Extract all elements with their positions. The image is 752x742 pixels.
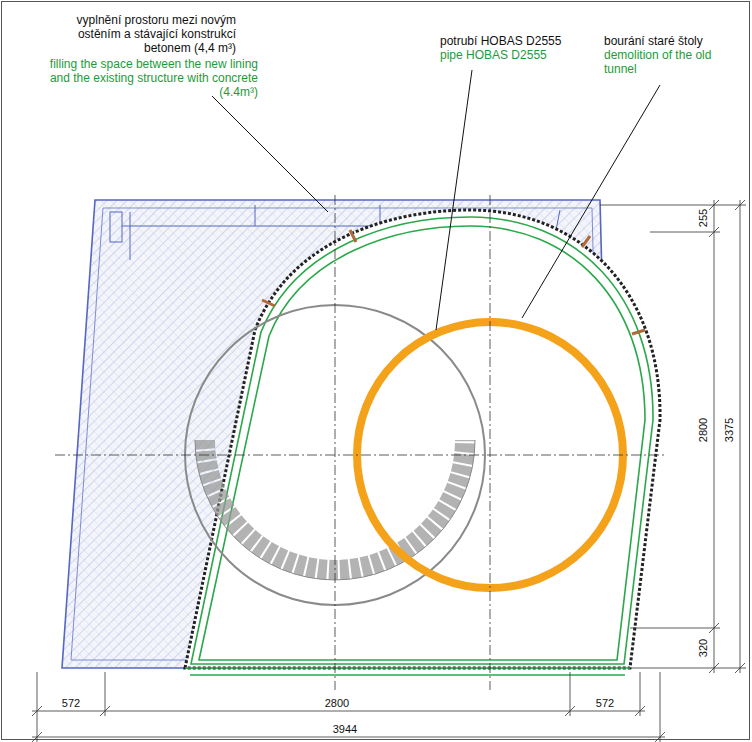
dimension-label: 2800 bbox=[324, 697, 350, 709]
callout-text: potrubí HOBAS D2555 bbox=[440, 34, 610, 48]
dimension-label: 572 bbox=[595, 697, 615, 709]
callout-text: pipe HOBAS D2555 bbox=[440, 48, 610, 62]
callout-text: vyplnění prostoru mezi novým ostěním a s… bbox=[36, 13, 236, 55]
callout-text: filling the space between the new lining… bbox=[36, 57, 258, 99]
dimension-label: 2800 bbox=[697, 417, 709, 443]
dimension-label: 3375 bbox=[723, 417, 735, 443]
callout-text: demolition of the old tunnel bbox=[604, 48, 722, 76]
callout-text: bourání staré štoly bbox=[604, 34, 744, 48]
dimension-label: 255 bbox=[697, 208, 709, 228]
dimension-label: 3944 bbox=[332, 723, 358, 735]
dimension-label: 572 bbox=[61, 697, 81, 709]
dimension-label: 320 bbox=[697, 638, 709, 658]
